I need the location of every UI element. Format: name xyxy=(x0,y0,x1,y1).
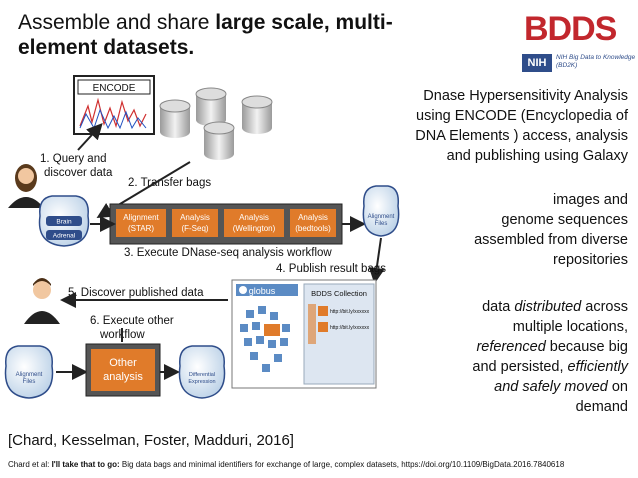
collection-link-2: http://bit.ly/xxxxxx xyxy=(330,325,370,331)
collection-link-1: http://bit.ly/xxxxxx xyxy=(330,309,370,315)
p3-text: on xyxy=(607,379,628,395)
p3-line6: demand xyxy=(575,399,628,415)
bag-align-bottom-l2: Files xyxy=(23,379,36,385)
bag-brain-label: Brain xyxy=(56,219,72,226)
p1-line: and publishing using Galaxy xyxy=(446,148,628,164)
database-cluster xyxy=(159,87,273,160)
p2-line: genome sequences xyxy=(501,212,628,228)
p3-emphasis: distributed xyxy=(514,299,582,315)
p1-line: Dnase Hypersensitivity Analysis xyxy=(423,88,628,104)
p3-text: and persisted, xyxy=(472,359,568,375)
dnase-workflow: Alignment (STAR) Analysis (F-Seq) Analys… xyxy=(109,203,343,245)
footer-post: Big data bags and minimal identifiers fo… xyxy=(119,460,565,469)
researcher-avatar-bottom xyxy=(24,278,60,324)
bag-align-top-l1: Alignment xyxy=(368,214,395,220)
encode-panel: ENCODE xyxy=(73,75,155,135)
researcher-avatar-top xyxy=(8,164,44,208)
footer-reference: Chard et al: I'll take that to go: Big d… xyxy=(8,460,636,469)
p2-line: repositories xyxy=(553,252,628,268)
title-bold: large scale, multi-element datasets. xyxy=(18,11,393,59)
wf4-line2: (bedtools) xyxy=(295,224,331,233)
workflow-diagram: ENCODE 1. Query and xyxy=(4,75,400,399)
p3-emphasis: and safely moved xyxy=(494,379,608,395)
p3-text: because big xyxy=(545,339,628,355)
workflow-box-fseq xyxy=(172,209,218,237)
logo-nih-badge: NIH xyxy=(522,54,552,72)
wf1-line2: (STAR) xyxy=(128,224,154,233)
footer-pre: Chard et al: xyxy=(8,460,52,469)
title-plain: Assemble and share xyxy=(18,11,216,34)
wf3-line2: (Wellington) xyxy=(233,224,276,233)
encode-label: ENCODE xyxy=(93,83,136,94)
bag-diff-l2: Expression xyxy=(188,379,215,385)
bag-differential-expression: Differential Expression xyxy=(178,345,226,399)
bdds-logo: BDDS NIH NIH Big Data to Knowledge (BD2K… xyxy=(522,10,635,78)
workflow-box-star xyxy=(116,209,166,237)
wf1-line1: Alignment xyxy=(123,213,159,222)
p3-line5: and safely moved on xyxy=(408,377,628,397)
workflow-box-bedtools xyxy=(290,209,336,237)
p3-emphasis: efficiently xyxy=(567,359,628,375)
description-paragraph-1: Dnase Hypersensitivity Analysis using EN… xyxy=(388,86,628,166)
step1-line1: 1. Query and xyxy=(40,153,106,165)
workflow-box-wellington xyxy=(224,209,284,237)
bag-align-bottom-l1: Alignment xyxy=(16,372,43,378)
p3-text: across xyxy=(581,299,628,315)
bag-diff-l1: Differential xyxy=(189,372,215,378)
wf4-line1: Analysis xyxy=(298,213,328,222)
bag-alignment-bottom: Alignment Files xyxy=(4,345,54,399)
p1-line: DNA Elements ) access, analysis xyxy=(415,128,628,144)
p3-line1: data distributed across xyxy=(408,297,628,317)
step4-label: 4. Publish result bags xyxy=(276,263,386,275)
description-paragraph-2: images and genome sequences assembled fr… xyxy=(408,190,628,270)
bag-brain-adrenal: Brain Adrenal xyxy=(38,195,90,247)
footer-bold: I'll take that to go: xyxy=(51,460,120,469)
wf2-line2: (F-Seq) xyxy=(181,224,208,233)
p3-text: data xyxy=(482,299,515,315)
wf3-line1: Analysis xyxy=(239,213,269,222)
step5-label: 5. Discover published data xyxy=(68,287,204,299)
p3-line3: referenced because big xyxy=(408,337,628,357)
wf2-line1: Analysis xyxy=(180,213,210,222)
bag-adrenal-label: Adrenal xyxy=(53,233,76,240)
logo-subtitle: NIH Big Data to Knowledge (BD2K) xyxy=(556,54,636,69)
p1-line: using ENCODE (Encyclopedia of xyxy=(416,108,628,124)
p2-line: assembled from diverse xyxy=(474,232,628,248)
step1-line2: discover data xyxy=(44,167,113,179)
logo-wordmark: BDDS xyxy=(524,10,617,48)
p3-line4: and persisted, efficiently xyxy=(408,357,628,377)
bag-alignment-top: Alignment Files xyxy=(362,185,400,237)
p3-line2: multiple locations, xyxy=(512,319,628,335)
step3-label: 3. Execute DNase-seq analysis workflow xyxy=(124,247,332,259)
step6-line1: 6. Execute other xyxy=(90,315,174,327)
other-analysis-line1: Other xyxy=(109,357,137,369)
citation: [Chard, Kesselman, Foster, Madduri, 2016… xyxy=(8,432,294,449)
other-analysis-line2: analysis xyxy=(103,371,143,383)
p3-emphasis: referenced xyxy=(476,339,546,355)
collection-title: BDDS Collection xyxy=(311,289,367,298)
description-paragraph-3: data distributed across multiple locatio… xyxy=(408,297,628,417)
bag-align-top-l2: Files xyxy=(375,221,388,227)
slide-title: Assemble and share large scale, multi-el… xyxy=(18,10,458,60)
other-analysis-box: Other analysis xyxy=(85,343,161,397)
globus-label: globus xyxy=(249,286,276,296)
step2-label: 2. Transfer bags xyxy=(128,177,211,189)
p2-line: images and xyxy=(553,192,628,208)
globus-panel: globus BDDS Collection http://bit.ly/xxx… xyxy=(231,279,377,389)
